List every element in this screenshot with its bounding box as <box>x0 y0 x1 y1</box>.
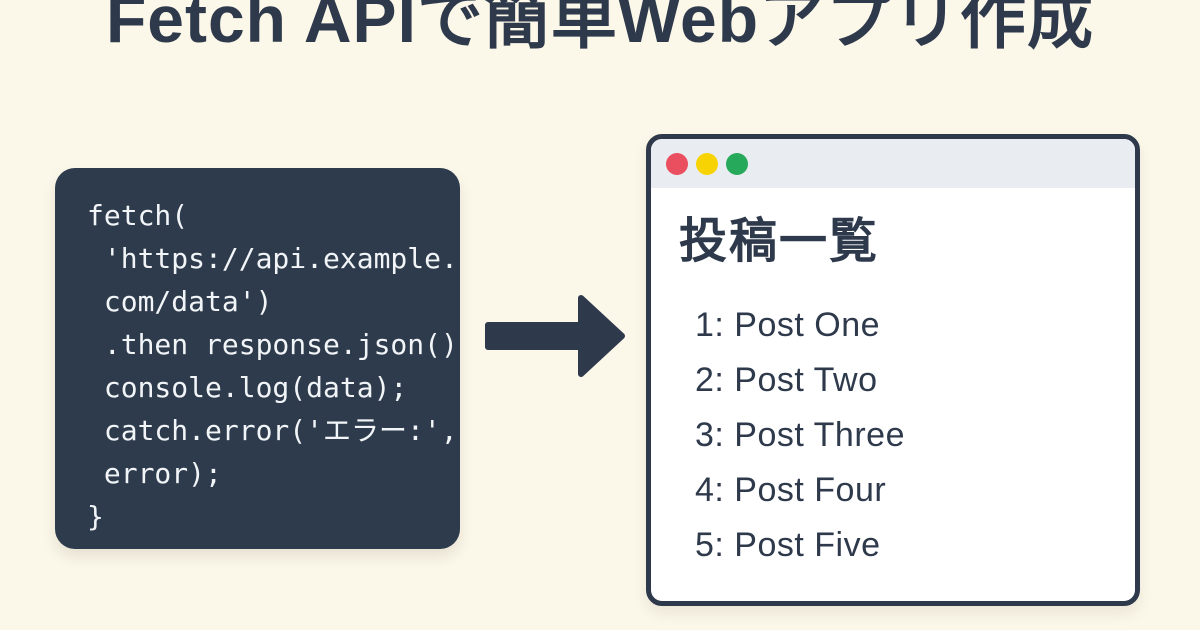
arrow-right-icon <box>484 292 628 380</box>
code-line: console.log(data); <box>87 371 408 404</box>
code-line: 'https://api.example. <box>87 242 458 275</box>
code-line: error); <box>87 457 222 490</box>
list-item: 1: Post One <box>695 306 881 344</box>
list-item: 2: Post Two <box>695 361 878 399</box>
list-item: 4: Post Four <box>695 471 887 509</box>
window-close-icon <box>666 152 688 175</box>
code-line: com/data') <box>87 285 273 318</box>
post-list: 1: Post One 2: Post Two 3: Post Three 4:… <box>695 298 1135 573</box>
list-item: 5: Post Five <box>695 526 881 564</box>
code-line: } <box>87 500 104 533</box>
browser-titlebar <box>651 139 1135 188</box>
page-title: Fetch APIで簡単Webアプリ作成 <box>105 0 1095 56</box>
window-minimize-icon <box>696 152 718 175</box>
code-line: catch.error('エラー:', <box>87 414 458 447</box>
browser-window: 投稿一覧 1: Post One 2: Post Two 3: Post Thr… <box>646 134 1140 606</box>
code-line: fetch( <box>87 199 189 232</box>
code-block: fetch( 'https://api.example. com/data') … <box>55 168 460 549</box>
post-list-heading: 投稿一覧 <box>679 215 880 268</box>
list-item: 3: Post Three <box>695 416 905 454</box>
window-zoom-icon <box>726 152 748 175</box>
code-line: .then response.json() <box>87 328 458 361</box>
